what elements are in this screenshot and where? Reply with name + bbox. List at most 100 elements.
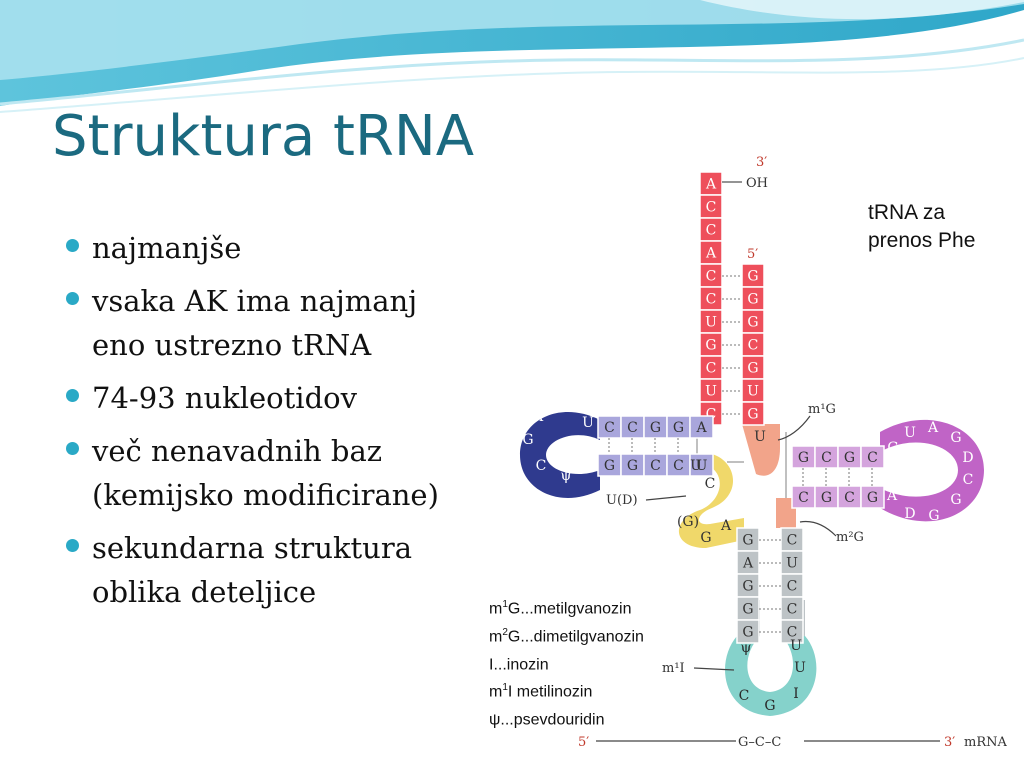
nucleotide-label: G [867, 490, 878, 506]
legend-item: ψ...psevdouridin [489, 711, 605, 729]
legend-item: m2G...dimetilgvanozin [489, 626, 644, 646]
nucleotide-label: G [742, 579, 753, 595]
nucleotide-label: A [695, 420, 707, 436]
nucleotide-label: U [747, 384, 759, 400]
d-arm-nucleotide [689, 415, 714, 439]
modified-bases-legend: m1G...metilgvanozin m2G...dimetilgvanozi… [489, 593, 644, 732]
t-loop-nucleotide: G [950, 492, 961, 508]
nucleotide-label: C [673, 458, 684, 474]
label-ud: U(D) [606, 493, 638, 508]
label-oh: OH [746, 176, 768, 191]
nucleotide-label: U [696, 458, 708, 474]
bullet-dot-icon [66, 442, 79, 455]
d-loop-nucleotide: G [522, 432, 533, 448]
t-loop-nucleotide: G [887, 440, 898, 456]
t-loop-nucleotide: D [904, 506, 915, 522]
d-loop-nucleotide: T [582, 458, 592, 474]
label-m2g: m²G [836, 530, 864, 545]
nucleotide-label: A [705, 177, 717, 193]
t-loop-nucleotide: G [928, 508, 939, 524]
anticodon-loop-nucleotide: C [739, 688, 750, 704]
hinge-region [678, 454, 744, 548]
nucleotide-label: C [798, 490, 809, 506]
nucleotide-label: A [705, 246, 717, 262]
bullet-dot-icon [66, 292, 79, 305]
nucleotide-label: C [706, 407, 717, 423]
nucleotide-label: G [673, 420, 684, 436]
nucleotide-label: G [798, 450, 809, 466]
label-mrna: mRNA [964, 735, 1007, 750]
d-loop-nucleotide: U [559, 400, 571, 416]
nucleotide-label: G [650, 420, 661, 436]
nucleotide-label: C [748, 338, 759, 354]
d-loop [520, 412, 600, 498]
label-mrna-3: 3′ [944, 735, 955, 750]
hinge-nucleotide: A [720, 518, 732, 534]
nucleotide-label: G [742, 533, 753, 549]
nucleotide-label: C [844, 490, 855, 506]
d-loop-nucleotide: ψ [561, 468, 572, 484]
anticodon-loop-nucleotide: I [793, 686, 799, 702]
nucleotide-label: C [706, 223, 717, 239]
d-arm-nucleotide [689, 453, 714, 477]
nucleotide-label: G [747, 292, 758, 308]
nucleotide-label: G [742, 625, 753, 641]
nucleotide-label: G [747, 361, 758, 377]
t-loop-nucleotide: A [927, 420, 939, 436]
d-loop-nucleotide: U [582, 415, 594, 431]
anticodon-loop-nucleotide: U [794, 660, 806, 676]
t-loop-nucleotide: G [950, 430, 961, 446]
legend-item: I...inozin [489, 655, 549, 673]
nucleotide-label: C [821, 450, 832, 466]
label-mrna-5: 5′ [578, 735, 589, 750]
nucleotide-label: C [706, 292, 717, 308]
t-loop-nucleotide: U [904, 425, 916, 441]
legend-item: m1I metilinozin [489, 682, 593, 701]
d-loop-nucleotide: C [536, 458, 547, 474]
nucleotide-label: U [705, 384, 717, 400]
nucleotide-label: C [706, 361, 717, 377]
hinge-nucleotide: U [690, 458, 702, 474]
header-wave-banner [0, 0, 1024, 113]
nucleotide-label: C [787, 579, 798, 595]
nucleotide-label: C [787, 533, 798, 549]
t-loop-nucleotide: D [962, 450, 973, 466]
label-m1i: m¹I [662, 661, 685, 676]
bullet-dot-icon [66, 539, 79, 552]
t-loop-nucleotide: C [963, 472, 974, 488]
base-pair-bonds [608, 275, 873, 633]
nucleotide-label: G [747, 269, 758, 285]
anticodon-loop-nucleotide: U [790, 638, 802, 654]
label-m1g: m¹G [808, 402, 836, 417]
nucleotide-label: G [604, 458, 615, 474]
hinge-nucleotide: C [705, 476, 716, 492]
bullet-item: 74-93 nukleotidov [62, 376, 492, 420]
salmon-nucleotide: U [754, 429, 766, 445]
nucleotide-label: U [705, 315, 717, 331]
label-codon: G–C–C [738, 735, 781, 750]
nucleotide-label: G [844, 450, 855, 466]
nucleotide-label: G [627, 458, 638, 474]
anticodon-loop-nucleotide: ψ [741, 640, 752, 656]
nucleotide-label: A [742, 556, 754, 572]
label-5-prime: 5′ [747, 247, 758, 262]
bullet-item: več nenavadnih baz(kemijsko modificirane… [62, 429, 492, 517]
nucleotide-label: C [627, 420, 638, 436]
nucleotide-label: C [867, 450, 878, 466]
acceptor-nucleotide [741, 401, 765, 426]
bullet-dot-icon [66, 239, 79, 252]
label-3-prime: 3′ [756, 155, 767, 170]
nucleotide-label: G [821, 490, 832, 506]
bullet-item: najmanjše [62, 226, 492, 270]
nucleotide-label: C [604, 420, 615, 436]
nucleotide-label: C [706, 269, 717, 285]
legend-item: m1G...metilgvanozin [489, 599, 632, 618]
anticodon-loop-nucleotide: G [764, 698, 775, 714]
nucleotide-label: C [706, 200, 717, 216]
nucleotide-label: C [787, 625, 798, 641]
nucleotide-label: G [747, 315, 758, 331]
nucleotide-label: G [705, 338, 716, 354]
